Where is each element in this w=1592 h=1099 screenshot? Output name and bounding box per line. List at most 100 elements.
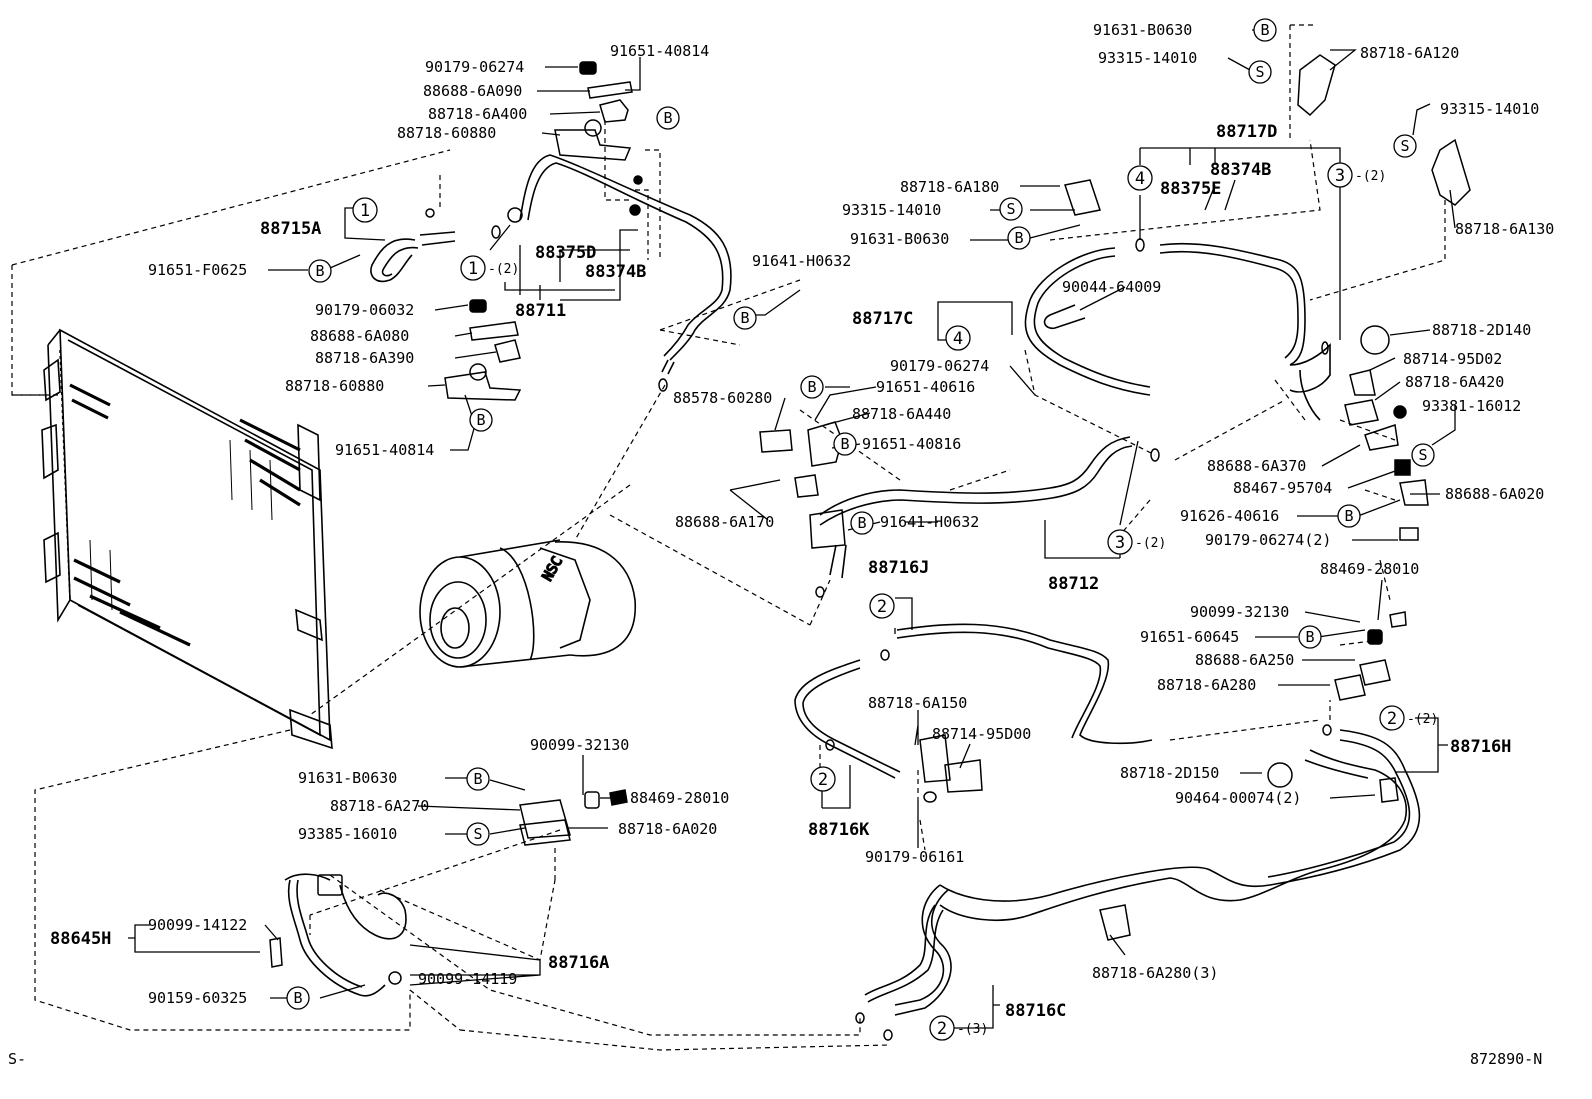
screw-symbol: S <box>1400 137 1409 155</box>
part-label: 91626-40616 <box>1180 507 1279 525</box>
assembly-label-88716A: 88716A <box>548 953 609 973</box>
part-label: 90099-14119 <box>418 970 517 988</box>
part-label: 91651-40814 <box>610 42 709 60</box>
screw-symbol: S <box>1006 200 1015 218</box>
assembly-label-88645H: 88645H <box>50 929 111 949</box>
part-label: 91651-F0625 <box>148 261 247 279</box>
part-label: 91651-40814 <box>335 441 434 459</box>
callout-2: 2 <box>1387 709 1397 729</box>
part-label: 88714-95D00 <box>932 725 1031 743</box>
part-label: 88467-95704 <box>1233 479 1332 497</box>
assembly-label-88375D: 88375D <box>535 243 596 263</box>
part-label: 90044-64009 <box>1062 278 1161 296</box>
callout-quantity: -(2) <box>488 262 519 277</box>
callout-2: 2 <box>877 597 887 617</box>
part-number-labels: 90179-06274 91651-40814 88688-6A090 8871… <box>148 21 1554 1007</box>
figure-code: 872890-N <box>1470 1050 1542 1068</box>
bolt-symbol: B <box>663 109 672 127</box>
assembly-label-88716K: 88716K <box>808 820 870 840</box>
part-label: 88718-6A280(3) <box>1092 964 1218 982</box>
part-label: 88718-6A180 <box>900 178 999 196</box>
part-label: 88718-6A420 <box>1405 373 1504 391</box>
part-label: 88718-6A020 <box>618 820 717 838</box>
bolt-symbol: B <box>1260 21 1269 39</box>
callout-quantity: -(3) <box>957 1022 988 1037</box>
callout-quantities: -(2) -(2) -(2) -(2) -(3) <box>488 169 1438 1037</box>
numbered-callouts: 1 1 4 4 3 3 2 2 2 2 <box>360 166 1397 1039</box>
callout-3: 3 <box>1115 533 1125 553</box>
screw-symbol: S <box>473 825 482 843</box>
symbol-circles <box>286 18 1435 1041</box>
pipe-lines <box>284 154 1421 1016</box>
corner-mark: S- <box>8 1050 26 1068</box>
callout-4: 4 <box>953 329 963 349</box>
part-label: 90099-32130 <box>1190 603 1289 621</box>
part-label: 88469-28010 <box>1320 560 1419 578</box>
part-label: 88469-28010 <box>630 789 729 807</box>
part-label: 91651-40816 <box>862 435 961 453</box>
assembly-label-88717C: 88717C <box>852 309 913 329</box>
part-label: 93381-16012 <box>1422 397 1521 415</box>
part-label: 88714-95D02 <box>1403 350 1502 368</box>
part-label: 90179-06274 <box>890 357 989 375</box>
part-label: 88688-6A080 <box>310 327 409 345</box>
bolt-symbol: B <box>740 309 749 327</box>
bolt-symbol: B <box>1305 628 1314 646</box>
bolt-symbol: B <box>840 435 849 453</box>
part-label: 93315-14010 <box>1098 49 1197 67</box>
symbol-letters: B B B B B S S S B B B B S B B B S B <box>293 21 1427 1007</box>
part-label: 88718-60880 <box>285 377 384 395</box>
part-label: 88718-6A130 <box>1455 220 1554 238</box>
part-label: 88718-6A280 <box>1157 676 1256 694</box>
part-label: 93315-14010 <box>842 201 941 219</box>
screw-symbol: S <box>1418 446 1427 464</box>
callout-3: 3 <box>1335 166 1345 186</box>
leader-lines <box>128 29 1456 1029</box>
bolt-symbol: B <box>476 411 485 429</box>
callout-2: 2 <box>937 1019 947 1039</box>
bolt-symbol: B <box>807 378 816 396</box>
part-label: 93385-16010 <box>298 825 397 843</box>
assembly-label-88375E: 88375E <box>1160 179 1221 199</box>
bolt-symbol: B <box>473 770 482 788</box>
part-label: 91651-40616 <box>876 378 975 396</box>
assembly-label-88374B: 88374B <box>585 262 646 282</box>
part-label: 88718-6A270 <box>330 797 429 815</box>
part-label: 90159-60325 <box>148 989 247 1007</box>
part-label: 88688-6A090 <box>423 82 522 100</box>
bolt-symbol: B <box>315 262 324 280</box>
part-label: 90179-06274 <box>425 58 524 76</box>
part-label: 88718-6A440 <box>852 405 951 423</box>
part-label: 88718-6A390 <box>315 349 414 367</box>
screw-symbol: S <box>1255 63 1264 81</box>
part-label: 88718-2D140 <box>1432 321 1531 339</box>
part-label: 91631-B0630 <box>1093 21 1192 39</box>
part-label: 91651-60645 <box>1140 628 1239 646</box>
svg-text:NSC: NSC <box>540 554 567 584</box>
part-label: 88688-6A170 <box>675 513 774 531</box>
bolt-symbol: B <box>293 989 302 1007</box>
bolt-symbol: B <box>857 514 866 532</box>
assembly-labels: 88715A 88711 88375D 88374B 88717D 88374B… <box>50 122 1511 1021</box>
part-label: 88718-6A400 <box>428 105 527 123</box>
part-label: 90179-06274(2) <box>1205 531 1331 549</box>
condenser-drawing <box>41 328 333 750</box>
part-label: 93315-14010 <box>1440 100 1539 118</box>
part-label: 88718-6A120 <box>1360 44 1459 62</box>
bolt-symbol: B <box>1014 229 1023 247</box>
assembly-label-88717D: 88717D <box>1216 122 1277 142</box>
callout-quantity: -(2) <box>1135 536 1166 551</box>
part-label: 88688-6A020 <box>1445 485 1544 503</box>
assembly-label-88712: 88712 <box>1048 574 1099 594</box>
assembly-label-88716J: 88716J <box>868 558 929 578</box>
callout-2: 2 <box>818 770 828 790</box>
part-glyphs <box>269 54 1471 1041</box>
part-label: 90099-32130 <box>530 736 629 754</box>
part-label: 88688-6A250 <box>1195 651 1294 669</box>
callout-1: 1 <box>360 201 370 221</box>
part-label: 91641-H0632 <box>880 513 979 531</box>
part-label: 91641-H0632 <box>752 252 851 270</box>
part-label: 90464-00074(2) <box>1175 789 1301 807</box>
bolt-symbol: B <box>1344 507 1353 525</box>
